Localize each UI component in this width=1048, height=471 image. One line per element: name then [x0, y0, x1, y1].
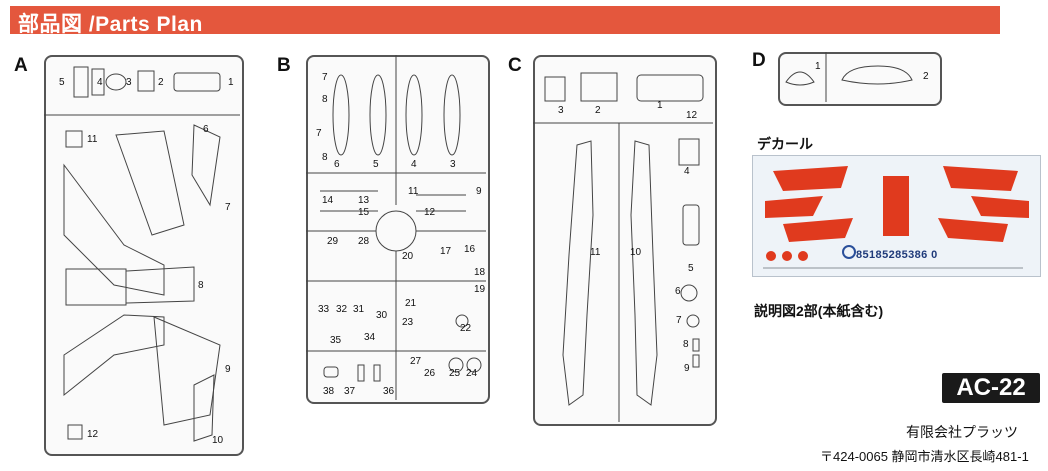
decal-sheet [752, 155, 1041, 277]
sprue-b-part-label: 15 [358, 207, 370, 218]
sprue-b-part-label: 7 [322, 72, 328, 83]
sprue-b-part-label: 32 [336, 304, 348, 315]
sprue-b-part-label: 29 [327, 236, 339, 247]
sprue-c-part-label: 6 [675, 286, 681, 297]
sprue-a-part-label: 8 [198, 280, 204, 291]
sprue-b-part-label: 3 [450, 159, 456, 170]
sprue-b-part-label: 35 [330, 335, 342, 346]
sprue-b-part-label: 4 [411, 159, 417, 170]
sprue-b-part-label: 33 [318, 304, 330, 315]
sprue-d-parts [785, 52, 913, 102]
product-code-badge: AC-22 [942, 373, 1040, 403]
sprue-c-part-label: 9 [684, 363, 690, 374]
sprue-a-letter: A [14, 55, 28, 76]
sprue-b-part-label: 22 [460, 323, 472, 334]
sprue-c-part-label: 8 [683, 339, 689, 350]
sprue-b-part-label: 8 [322, 152, 328, 163]
sprue-b-part-label: 36 [383, 386, 395, 397]
sprue-a-part-label: 12 [87, 429, 99, 440]
sprue-b-part-label: 12 [424, 207, 436, 218]
sprue-b-letter: B [277, 55, 291, 76]
sprue-a-part-label: 2 [158, 77, 164, 88]
sprue-b-part-label: 17 [440, 246, 452, 257]
sprue-c-letter: C [508, 55, 522, 76]
decal-artwork [763, 166, 1029, 269]
sprue-a-part-label: 11 [87, 134, 98, 145]
sprue-c-part-label: 2 [595, 105, 601, 116]
sprue-b-part-label: 27 [410, 356, 422, 367]
sprue-b-part-label: 13 [358, 195, 370, 206]
sprue-b-part-label: 5 [373, 159, 379, 170]
sprue-b-part-label: 9 [476, 186, 482, 197]
sprue-d-letter: D [752, 50, 766, 71]
sprue-c-part-label: 3 [558, 105, 564, 116]
sprue-d-frame [778, 52, 942, 106]
sprue-a-part-label: 4 [97, 77, 103, 88]
decal-label: デカール [757, 136, 813, 152]
sprue-a-parts [44, 66, 240, 442]
sprue-a-part-label: 9 [225, 364, 231, 375]
sprue-b-part-label: 34 [364, 332, 376, 343]
sprue-b-part-label: 28 [358, 236, 370, 247]
sprue-b-part-label: 37 [344, 386, 356, 397]
sprue-b-part-label: 20 [402, 251, 414, 262]
sprue-b-part-label: 7 [316, 128, 322, 139]
sprue-b-part-label: 31 [353, 304, 365, 315]
sprue-c-part-label: 11 [590, 247, 601, 258]
sprue-c-part-label: 4 [684, 166, 690, 177]
sprue-a-part-label: 1 [228, 77, 234, 88]
sprue-b-part-label: 21 [405, 298, 417, 309]
sprue-b-parts [306, 55, 486, 400]
sprue-b-part-label: 8 [322, 94, 328, 105]
sprue-b-part-label: 18 [474, 267, 486, 278]
sprue-b-part-label: 24 [466, 368, 478, 379]
sprue-b-part-label: 19 [474, 284, 486, 295]
sprue-b-part-label: 38 [323, 386, 335, 397]
sprue-a-part-label: 3 [126, 77, 132, 88]
sprue-c-part-label: 5 [688, 263, 694, 274]
sprue-a-part-label: 5 [59, 77, 65, 88]
sprue-b-part-label: 26 [424, 368, 436, 379]
sprue-c-part-label: 1 [657, 100, 663, 111]
sprue-b-part-label: 25 [449, 368, 461, 379]
sprue-b-part-label: 14 [322, 195, 334, 206]
sprue-c-part-label: 10 [630, 247, 642, 258]
instruction-sheet-note: 説明図2部(本紙含む) [754, 303, 884, 319]
sprue-c-part-label: 12 [686, 110, 698, 121]
sprue-b-frame [306, 55, 490, 404]
sprue-a-part-label: 7 [225, 202, 231, 213]
sprue-b-part-label: 23 [402, 317, 414, 328]
company-name: 有限会社プラッツ [906, 424, 1018, 440]
sprue-c-parts [533, 72, 713, 422]
sprue-b-part-label: 11 [408, 186, 419, 197]
sprue-b-part-label: 6 [334, 159, 340, 170]
decal-serial-numbers: 85185285386 0 [856, 249, 938, 261]
sprue-b-part-label: 30 [376, 310, 388, 321]
sprue-b-part-label: 16 [464, 244, 476, 255]
sprue-c-part-label: 7 [676, 315, 682, 326]
sprue-a-part-label: 10 [212, 435, 224, 446]
page-title: 部品図 /Parts Plan [18, 13, 203, 36]
sprue-d-part-label: 1 [815, 61, 821, 72]
sprue-d-part-label: 2 [923, 71, 929, 82]
page-header: 部品図 /Parts Plan [10, 6, 1000, 36]
company-address: 〒424-0065 静岡市清水区長崎481-1 [820, 449, 1029, 464]
sprue-a-part-label: 6 [203, 124, 209, 135]
